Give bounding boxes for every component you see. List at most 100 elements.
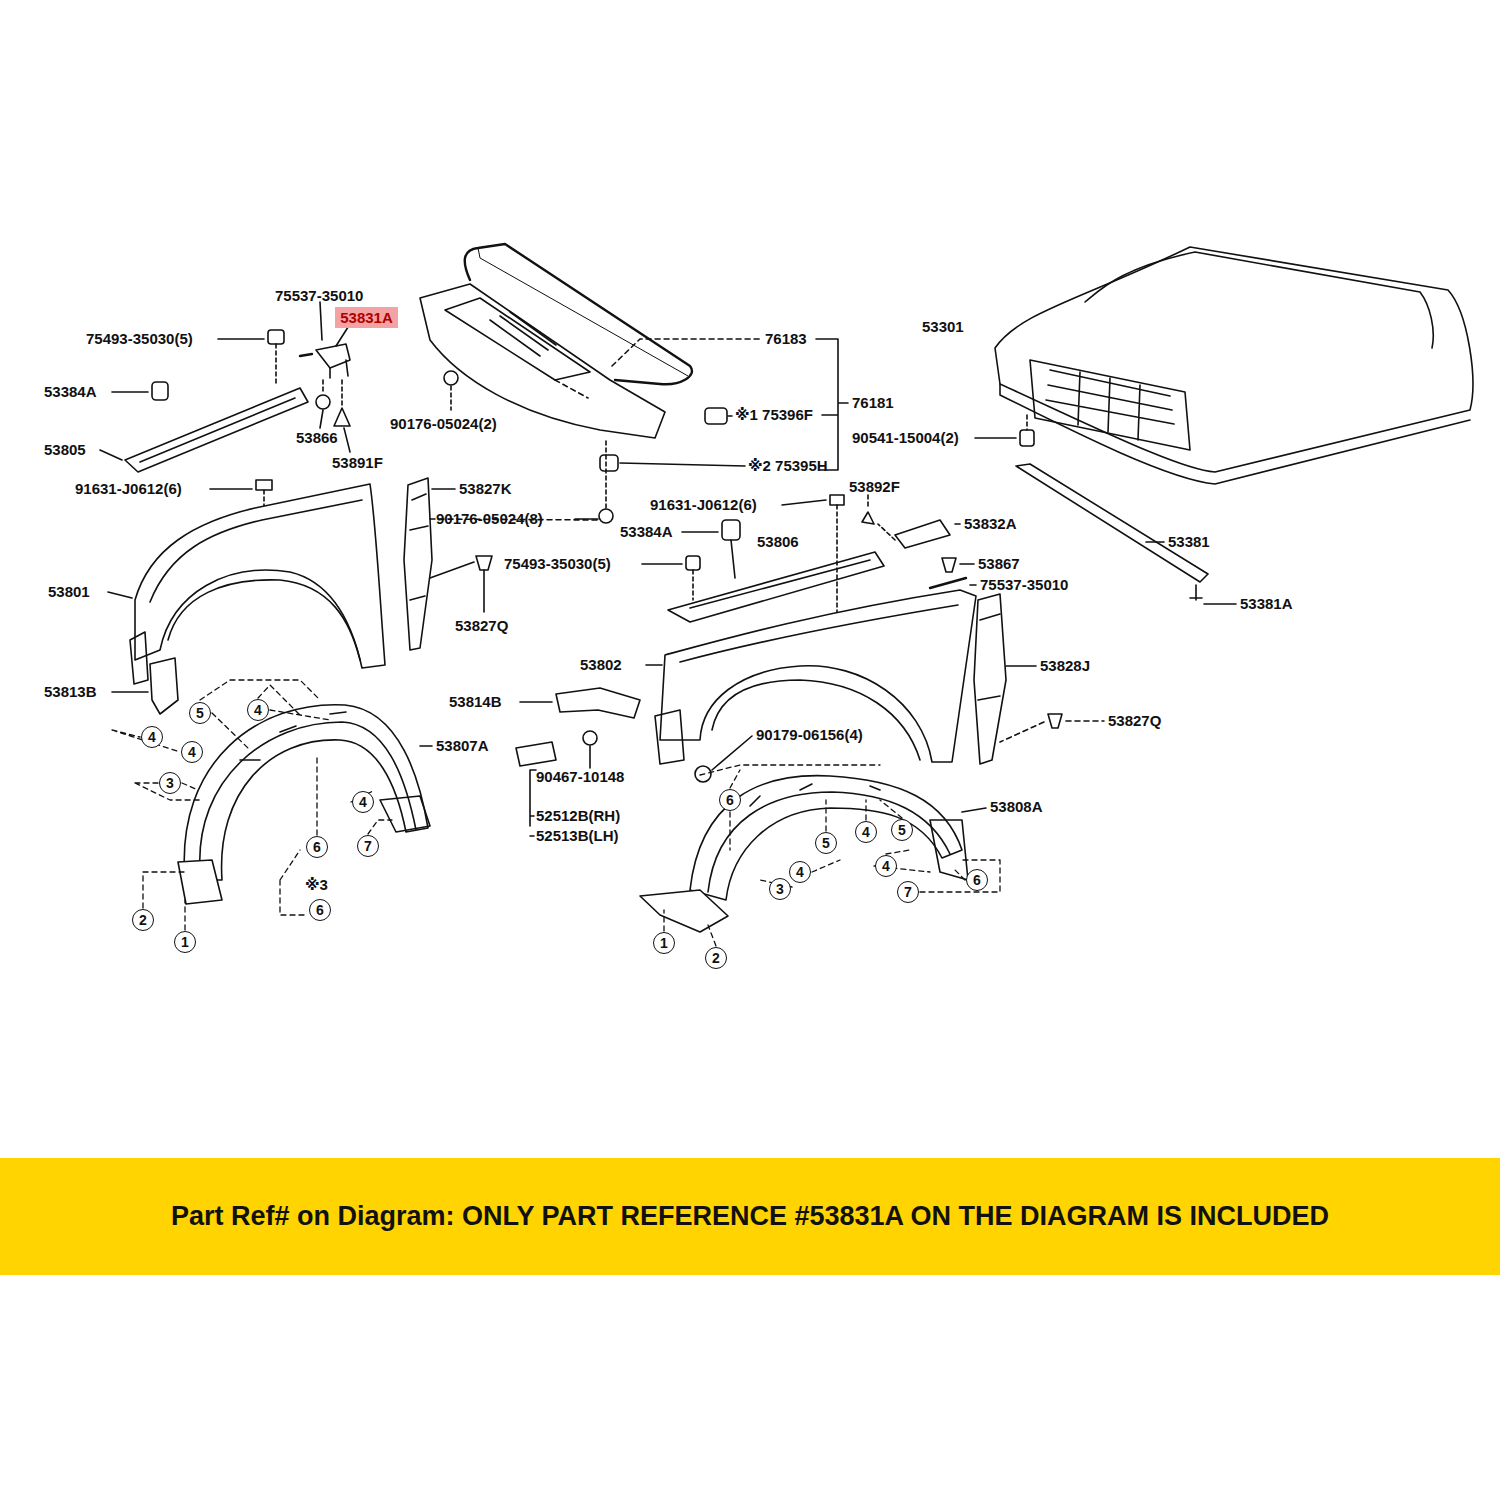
fender-liner-seal <box>404 478 455 650</box>
drawing-stroke <box>520 701 552 703</box>
drawing-stroke <box>380 796 430 832</box>
part-number: 53806 <box>757 532 799 552</box>
bracket <box>862 495 960 548</box>
callout-digit: 6 <box>313 839 321 855</box>
drawing-stroke <box>1146 541 1164 543</box>
drawing-stroke <box>152 382 168 400</box>
callout-digit: 1 <box>660 935 668 951</box>
drawing-stroke <box>975 437 1016 439</box>
callout-number: 2 <box>705 947 727 969</box>
drawing-stroke <box>583 731 597 745</box>
callout-number: 5 <box>891 819 913 841</box>
part-number: 75537-35010 <box>980 575 1068 595</box>
part-number: 53814B <box>449 692 502 712</box>
callout-number: 5 <box>189 702 211 724</box>
drawing-stroke <box>218 338 264 340</box>
drawing-stroke <box>955 523 960 525</box>
drawing-stroke <box>1190 585 1202 600</box>
part-number: 53827Q <box>1108 711 1161 731</box>
drawing-stroke <box>268 330 284 344</box>
drawing-stroke <box>490 312 556 356</box>
callout-number: 3 <box>159 772 181 794</box>
callout-digit: 5 <box>898 822 906 838</box>
callout-digit: 7 <box>364 838 372 854</box>
fender-strip <box>125 388 308 472</box>
bracket-line <box>530 770 536 836</box>
notice-text: Part Ref# on Diagram: ONLY PART REFERENC… <box>171 1201 1329 1232</box>
callout-number: 4 <box>789 861 811 883</box>
part-number: 53384A <box>620 522 673 542</box>
drawing-stroke <box>112 391 148 393</box>
callout-digit: 3 <box>776 881 784 897</box>
callout-number: 7 <box>897 881 919 903</box>
callout-digit: 6 <box>973 872 981 888</box>
callout-digit: 5 <box>822 835 830 851</box>
drawing-stroke <box>1000 384 1470 484</box>
bracket <box>516 731 597 768</box>
drawing-stroke <box>334 408 350 426</box>
part-number: 53827K <box>459 479 512 499</box>
drawing-stroke <box>317 755 392 835</box>
part-number: 75493-35030(5) <box>504 554 611 574</box>
part-number: 53381 <box>1168 532 1210 552</box>
drawing-stroke <box>344 428 350 452</box>
callout-number: 4 <box>247 699 269 721</box>
drawing-stroke <box>322 380 324 394</box>
drawing-stroke <box>130 632 148 684</box>
drawing-stroke <box>135 484 385 668</box>
callout-number: 4 <box>141 726 163 748</box>
info-band: Part Ref# on Diagram: ONLY PART REFERENC… <box>0 1158 1500 1275</box>
drawing-stroke <box>708 792 950 892</box>
drawing-stroke <box>1030 360 1190 450</box>
part-number: 53891F <box>332 453 383 473</box>
drawing-stroke <box>690 776 962 900</box>
front-fender <box>108 484 385 684</box>
drawing-stroke <box>640 890 728 932</box>
drawing-stroke <box>404 478 432 650</box>
drawing-stroke <box>760 850 1000 892</box>
part-number: 76183 <box>765 329 807 349</box>
drawing-stroke <box>430 562 484 612</box>
callout-digit: 3 <box>166 775 174 791</box>
wheel-liner <box>178 705 432 904</box>
callout-number: 4 <box>352 791 374 813</box>
callout-number: 4 <box>875 855 897 877</box>
drawing-stroke <box>275 344 277 384</box>
drawing-stroke <box>836 505 838 612</box>
part-number: 90176-05024(8) <box>436 509 543 529</box>
drawing-stroke <box>1204 603 1236 605</box>
drawing-stroke <box>476 556 492 570</box>
drawing-stroke <box>300 354 312 356</box>
drawing-stroke <box>478 248 688 376</box>
drawing-stroke <box>1020 430 1034 446</box>
callout-number: 6 <box>309 899 331 921</box>
callout-number: 4 <box>181 741 203 763</box>
callout-digit: 4 <box>862 824 870 840</box>
drawing-stroke <box>962 808 986 812</box>
drawing-stroke <box>978 614 1000 700</box>
callout-digit: 4 <box>188 744 196 760</box>
drawing-stroke <box>605 440 607 508</box>
drawing-stroke <box>1046 370 1174 440</box>
part-number: 53384A <box>44 382 97 402</box>
drawing-stroke <box>620 416 745 466</box>
callout-digit: 4 <box>148 729 156 745</box>
part-number: 53381A <box>1240 594 1293 614</box>
part-number: 90467-10148 <box>536 767 624 787</box>
drawing-stroke <box>930 578 966 588</box>
drawing-stroke <box>862 512 874 524</box>
part-number: 75493-35030(5) <box>86 329 193 349</box>
clip <box>100 330 284 460</box>
drawing-stroke <box>465 244 692 384</box>
callout-number: 7 <box>357 835 379 857</box>
drawing-stroke <box>210 488 252 490</box>
drawing-stroke <box>1026 415 1028 430</box>
callout-digit: 5 <box>196 705 204 721</box>
part-number: 53807A <box>436 736 489 756</box>
drawing-stroke <box>686 556 700 570</box>
part-number: 53866 <box>296 428 338 448</box>
drawing-stroke <box>589 746 591 768</box>
highlighted-part-number: 53831A <box>335 307 398 328</box>
